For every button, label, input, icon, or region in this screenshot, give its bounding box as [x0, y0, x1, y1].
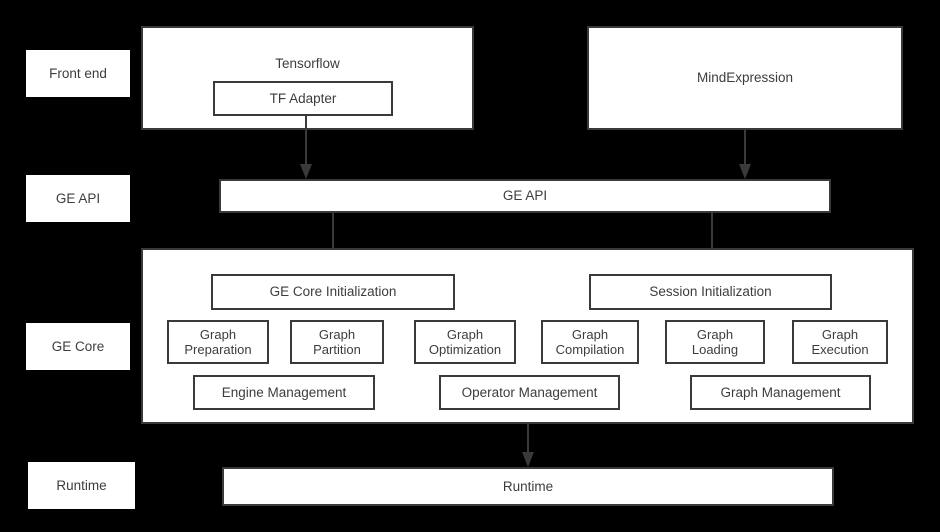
management-box-operator[interactable]: Operator Management — [439, 375, 620, 410]
stage-line1: Graph — [571, 326, 609, 342]
layer-label-front-end: Front end — [26, 50, 130, 97]
stage-line2: Compilation — [555, 342, 625, 357]
runtime-bar[interactable]: Runtime — [222, 467, 834, 506]
arrow-tf-adapter-to-ge-api — [296, 116, 316, 180]
stage-line2: Loading — [691, 342, 739, 357]
ge-core-initialization-label: GE Core Initialization — [269, 284, 397, 300]
session-initialization-box[interactable]: Session Initialization — [589, 274, 832, 310]
stage-line1: Graph — [318, 326, 356, 342]
management-box-graph[interactable]: Graph Management — [690, 375, 871, 410]
ge-api-bar[interactable]: GE API — [219, 179, 831, 213]
arrow-mindexpression-to-ge-api — [735, 130, 755, 180]
layer-label-front-end-text: Front end — [49, 65, 107, 81]
ge-api-bar-label: GE API — [502, 188, 548, 204]
management-box-engine-label: Engine Management — [221, 384, 347, 400]
session-initialization-label: Session Initialization — [649, 284, 772, 300]
layer-label-ge-core-text: GE Core — [51, 338, 105, 354]
tf-adapter-label: TF Adapter — [269, 90, 337, 106]
stage-line2: Partition — [313, 342, 361, 357]
management-box-graph-label: Graph Management — [720, 384, 841, 400]
tf-adapter-box[interactable]: TF Adapter — [213, 81, 393, 116]
mindexpression-box[interactable]: MindExpression — [587, 26, 903, 130]
arrow-ge-core-to-runtime — [518, 424, 538, 468]
stage-line1: Graph — [199, 326, 237, 342]
stage-line1: Graph — [446, 326, 484, 342]
mindexpression-label: MindExpression — [696, 70, 794, 86]
stage-line1: Graph — [821, 326, 859, 342]
stage-line2: Preparation — [184, 342, 252, 357]
runtime-bar-label: Runtime — [502, 478, 554, 494]
tensorflow-title: Tensorflow — [275, 56, 340, 71]
layer-label-runtime: Runtime — [28, 462, 135, 509]
stage-line1: Graph — [696, 326, 734, 342]
stage-line2: Optimization — [428, 342, 502, 357]
layer-label-ge-core: GE Core — [26, 323, 130, 370]
stage-line2: Execution — [811, 342, 869, 357]
ge-core-initialization-box[interactable]: GE Core Initialization — [211, 274, 455, 310]
management-box-engine[interactable]: Engine Management — [193, 375, 375, 410]
layer-label-ge-api: GE API — [26, 175, 130, 222]
layer-label-runtime-text: Runtime — [56, 477, 107, 493]
layer-label-ge-api-text: GE API — [55, 190, 101, 206]
management-box-operator-label: Operator Management — [461, 384, 598, 400]
